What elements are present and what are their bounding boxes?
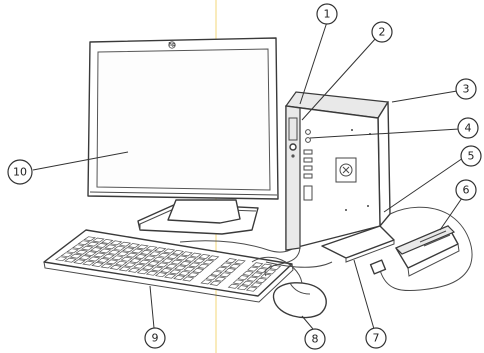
callout-3-number: 3	[463, 83, 470, 96]
monitor: hp	[88, 38, 278, 234]
monitor-stand-neck	[168, 200, 240, 223]
callout-9-number: 9	[152, 332, 159, 345]
callout-3: 3	[456, 79, 476, 99]
callout-2-number: 2	[379, 26, 386, 39]
leader-5	[384, 158, 463, 212]
leader-1	[300, 22, 327, 104]
leader-9	[150, 286, 154, 328]
power-button	[290, 144, 296, 150]
callout-6-number: 6	[463, 184, 470, 197]
activity-light	[291, 154, 294, 157]
leader-7	[354, 260, 374, 329]
leader-6	[440, 198, 462, 230]
callout-10-number: 10	[13, 166, 27, 179]
adapter-plug	[371, 260, 386, 274]
callout-7: 7	[366, 328, 386, 348]
callout-2: 2	[372, 22, 392, 42]
callout-5-number: 5	[468, 150, 475, 163]
monitor-screen	[97, 49, 270, 190]
callout-4-number: 4	[465, 122, 472, 135]
callout-4: 4	[458, 118, 478, 138]
keyboard	[44, 230, 296, 302]
callout-9: 9	[145, 328, 165, 348]
leader-3	[392, 91, 457, 102]
callout-10: 10	[8, 160, 32, 184]
callout-1: 1	[317, 4, 337, 24]
callout-5: 5	[461, 146, 481, 166]
callout-8-number: 8	[312, 333, 319, 346]
computer-tower	[265, 92, 394, 276]
callout-8: 8	[305, 329, 325, 349]
monitor-logo: hp	[168, 42, 176, 48]
callout-7-number: 7	[373, 332, 380, 345]
tower-front-bezel	[286, 106, 300, 250]
mouse-body	[273, 283, 326, 318]
callout-1-number: 1	[324, 8, 331, 21]
callout-6: 6	[456, 180, 476, 200]
